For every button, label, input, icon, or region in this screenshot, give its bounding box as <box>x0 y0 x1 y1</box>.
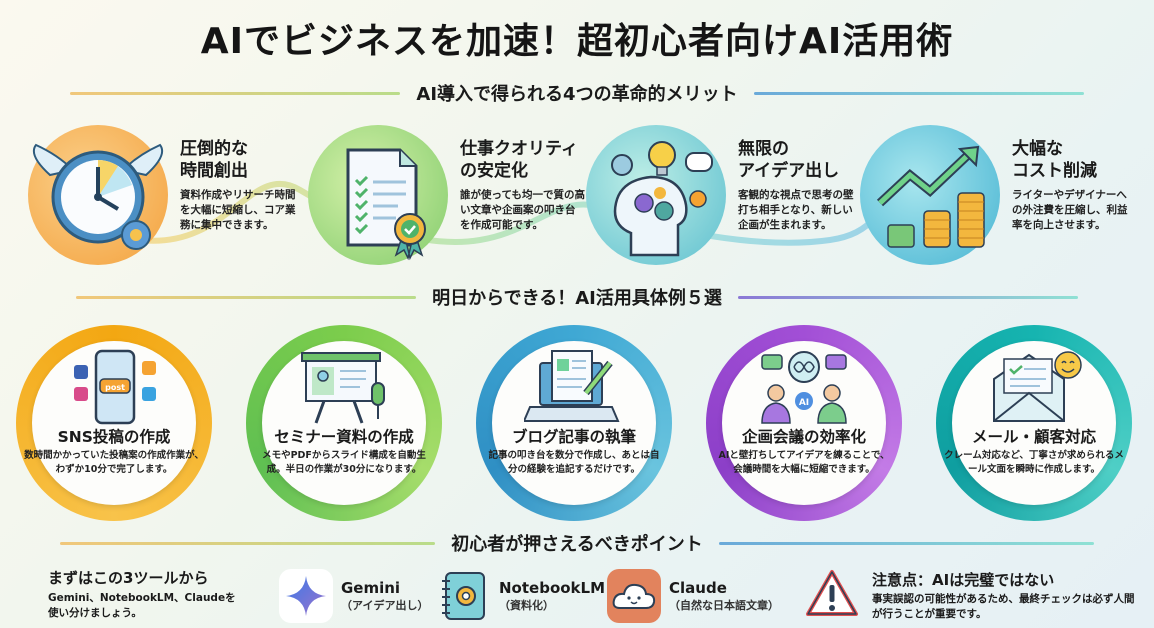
case-title: メール・顧客対応 <box>971 428 1096 446</box>
divider-line <box>60 541 436 545</box>
use-case-card: セミナー資料の作成 メモやPDFからスライド構成を自動生成。半日の作業が30分に… <box>246 325 456 535</box>
merit-card: 圧倒的な時間創出 資料作成やリサーチ時間を大幅に短縮し、コア業務に集中できます。 <box>10 120 300 270</box>
merit-card: 無限のアイデア出し 客観的な視点で思考の壁打ち相手となり、新しい企画が生まれます… <box>568 120 858 270</box>
idea-head-icon <box>611 141 713 257</box>
merit-title-line1: 無限の <box>738 139 789 159</box>
merit-desc: 誰が使っても均一で質の高い文章や企画案の叩き台を作成可能です。 <box>460 189 585 231</box>
meeting-ai-icon: AI <box>761 351 847 424</box>
tools-intro: まずはこの3ツールから Gemini、NotebookLM、Claudeを 使い… <box>48 567 236 621</box>
merit-desc: 資料作成やリサーチ時間を大幅に短縮し、コア業務に集中できます。 <box>180 189 296 231</box>
divider-line <box>76 295 417 299</box>
merit-title-line2: コスト削減 <box>1012 161 1097 181</box>
merit-title: 大幅なコスト削減 <box>1012 138 1154 182</box>
tool-claude: Claude （自然な日本語文章） <box>607 569 779 623</box>
merit-title-line1: 仕事クオリティ <box>460 139 578 159</box>
use-case-card: ブログ記事の執筆 記事の叩き台を数分で作成し、あとは自分の経験を追記するだけです… <box>476 325 686 535</box>
merits-heading-label: AI導入で得られる4つの革命的メリット <box>416 84 738 105</box>
tools-intro-title: まずはこの3ツールから <box>48 569 209 587</box>
checklist-document-icon <box>346 148 426 261</box>
merit-desc: 客観的な視点で思考の壁打ち相手となり、新しい企画が生まれます。 <box>738 189 854 231</box>
tool-role: （資料化） <box>499 599 554 612</box>
claude-cloud-icon <box>607 569 661 623</box>
ai-badge: AI <box>799 398 809 408</box>
tool-name: Gemini <box>341 579 401 597</box>
tool-name: NotebookLM <box>499 579 606 597</box>
tools-intro-desc-line1: Gemini、NotebookLM、Claudeを <box>48 592 236 604</box>
notebooklm-icon <box>437 569 491 623</box>
divider-line <box>70 91 401 95</box>
page-title: AIでビジネスを加速！超初心者向けAI活用術 <box>200 21 954 62</box>
merit-title: 無限のアイデア出し <box>738 138 888 182</box>
case-desc: メモやPDFからスライド構成を自動生成。半日の作業が30分になります。 <box>262 450 426 475</box>
merit-title-line2: アイデア出し <box>738 161 840 181</box>
case-title: セミナー資料の作成 <box>274 428 414 446</box>
winged-clock-icon <box>32 143 164 250</box>
use-case-card: post SNS投稿の作成 数時間かかっていた投稿案の作成作業が、わずか10分で… <box>16 325 226 535</box>
laptop-blog-icon <box>524 350 620 422</box>
gemini-sparkle-icon <box>279 569 333 623</box>
use-case-card: メール・顧客対応 クレーム対応など、丁寧さが求められるメール文面を瞬時に作成しま… <box>936 325 1146 535</box>
merit-title: 圧倒的な時間創出 <box>180 138 330 182</box>
growth-coins-icon <box>876 145 985 248</box>
merit-title-line2: 時間創出 <box>180 161 248 181</box>
merit-title-line2: の安定化 <box>460 161 528 181</box>
tool-notebooklm: NotebookLM （資料化） <box>437 569 605 623</box>
case-title: 企画会議の効率化 <box>741 428 866 446</box>
tool-role: （自然な日本語文章） <box>669 599 779 612</box>
merit-title-line1: 大幅な <box>1012 139 1063 159</box>
post-badge: post <box>105 383 125 392</box>
warning-icon <box>806 570 858 616</box>
points-heading-label: 初心者が押さえるべきポイント <box>451 534 703 555</box>
merit-card: 仕事クオリティの安定化 誰が使っても均一で質の高い文章や企画案の叩き台を作成可能… <box>290 120 585 270</box>
divider-line <box>718 541 1094 545</box>
tool-gemini: Gemini （アイデア出し） <box>279 569 428 623</box>
case-desc: AIと壁打ちしてアイデアを練ることで、会議時間を大幅に短縮できます。 <box>718 450 890 475</box>
merit-desc: ライターやデザイナーへの外注費を圧縮し、利益率を向上させます。 <box>1012 189 1128 231</box>
presentation-icon <box>301 352 385 424</box>
tool-role: （アイデア出し） <box>341 599 429 612</box>
divider-line <box>737 295 1078 299</box>
merits-heading: AI導入で得られる4つの革命的メリット <box>0 78 1154 108</box>
cases-heading-label: 明日からできる！AI活用具体例５選 <box>432 288 722 309</box>
points-heading: 初心者が押さえるべきポイント <box>0 528 1154 558</box>
warning-title: 注意点：AIは完璧ではない <box>872 571 1055 589</box>
case-desc: 数時間かかっていた投稿案の作成作業が、わずか10分で完了します。 <box>24 450 204 475</box>
divider-line <box>753 91 1084 95</box>
merit-title-line1: 圧倒的な <box>180 139 248 159</box>
use-case-card: AI 企画会議の効率化 AIと壁打ちしてアイデアを練ることで、会議時間を大幅に短… <box>706 325 916 535</box>
warning-desc: 事実誤認の可能性があるため、最終チェックは必ず人間が行うことが重要です。 <box>872 593 1135 620</box>
warning-note: 注意点：AIは完璧ではない 事実誤認の可能性があるため、最終チェックは必ず人間が… <box>806 569 1142 622</box>
tool-name: Claude <box>669 579 727 597</box>
case-title: SNS投稿の作成 <box>57 428 171 446</box>
merit-title: 仕事クオリティの安定化 <box>460 138 610 182</box>
case-desc: クレーム対応など、丁寧さが求められるメール文面を瞬時に作成します。 <box>944 450 1124 475</box>
cases-heading: 明日からできる！AI活用具体例５選 <box>0 282 1154 312</box>
merit-card: 大幅なコスト削減 ライターやデザイナーへの外注費を圧縮し、利益率を向上させます。 <box>842 120 1132 270</box>
case-title: ブログ記事の執筆 <box>511 428 636 446</box>
points-row: まずはこの3ツールから Gemini、NotebookLM、Claudeを 使い… <box>0 565 1154 625</box>
sns-phone-icon: post <box>74 349 156 425</box>
case-desc: 記事の叩き台を数分で作成し、あとは自分の経験を追記するだけです。 <box>488 450 660 475</box>
tools-intro-desc-line2: 使い分けましょう。 <box>48 607 142 619</box>
email-smile-icon <box>993 351 1082 422</box>
